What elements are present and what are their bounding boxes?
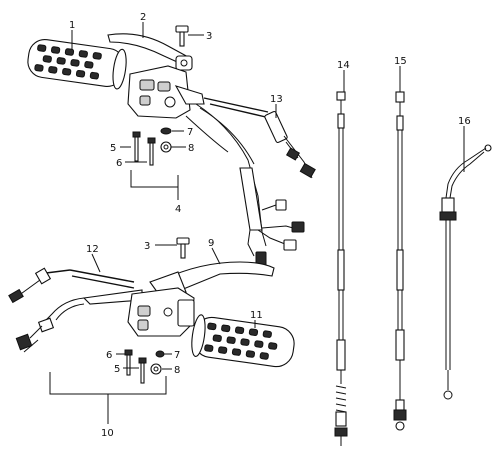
callout-15: 15 [394,56,407,67]
right-grip-part-11 [191,314,295,368]
callout-6-lower: 6 [106,350,112,361]
callout-1: 1 [69,20,75,31]
clutch-lever-part-2 [107,33,193,71]
throttle-cable-part-12 [8,267,135,304]
callout-9: 9 [208,238,214,249]
lower-screws-part-5-6 [124,349,147,384]
bracket-part-10 [49,372,167,424]
left-switch-housing [127,65,205,119]
leader-lines [71,22,465,370]
lower-washer-part-7 [155,350,165,358]
upper-washer-part-7 [160,127,172,135]
callout-10: 10 [101,428,114,439]
cable-part-16 [439,144,492,400]
callout-5-lower: 5 [114,364,120,375]
callout-labels: 1 2 3 5 6 7 8 4 13 14 15 16 3 9 12 11 6 … [69,12,471,439]
cable-part-15 [393,91,407,431]
pivot-bolt-part-3-top [175,25,189,47]
right-switch-housing [127,287,195,337]
callout-6-upper: 6 [116,158,122,169]
pivot-bolt-part-3-lower [176,237,190,259]
callout-5-upper: 5 [110,143,116,154]
callout-8-upper: 8 [188,143,194,154]
callout-7-lower: 7 [174,350,180,361]
lower-cable-routing [15,289,143,353]
callout-4: 4 [175,204,181,215]
callout-11: 11 [250,310,263,321]
upper-harness-part-13 [264,110,316,179]
callout-8-lower: 8 [174,365,180,376]
callout-13: 13 [270,94,283,105]
left-grip-part-1 [27,39,127,90]
bracket-part-4 [130,170,179,200]
cable-part-14 [334,91,348,446]
upper-nut-part-8 [160,141,172,153]
upper-connectors [247,199,305,267]
callout-12: 12 [86,244,99,255]
callout-2: 2 [140,12,146,23]
upper-screws-part-5-6 [132,131,156,166]
callout-7-upper: 7 [187,127,193,138]
callout-3-lower: 3 [144,241,150,252]
callout-16: 16 [458,116,471,127]
lower-nut-part-8 [150,363,162,375]
callout-14: 14 [337,60,350,71]
upper-cable-routing [185,97,271,247]
callout-3-upper: 3 [206,31,212,42]
